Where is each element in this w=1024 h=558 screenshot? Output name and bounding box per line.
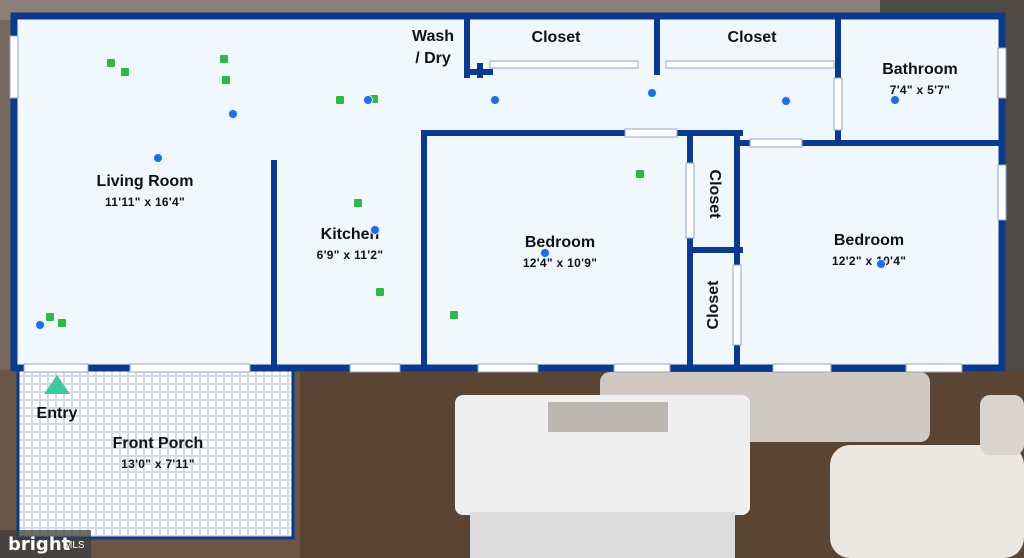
tour-marker[interactable] [647,88,657,98]
tour-marker[interactable] [490,95,500,105]
photo-marker[interactable] [221,75,231,85]
tour-marker[interactable] [370,225,380,235]
tour-marker[interactable] [35,320,45,330]
tour-marker[interactable] [876,259,886,269]
room-dims: 6'9" x 11'2" [316,248,384,262]
closet-label-top-1: Closet [531,29,581,46]
room-dims: 11'11" x 16'4" [104,195,186,209]
room-dims: 7'4" x 5'7" [889,83,951,97]
room-dims: 13'0" x 7'11" [121,457,195,471]
photo-marker[interactable] [106,58,116,68]
photo-marker[interactable] [375,287,385,297]
tour-marker[interactable] [153,153,163,163]
tour-marker[interactable] [228,109,238,119]
entry-arrow-icon [44,375,70,394]
photo-marker[interactable] [57,318,67,328]
room-name: Bedroom [833,232,905,249]
tour-marker[interactable] [890,95,900,105]
closet-label-top-2: Closet [727,29,777,46]
room-name: Bathroom [882,61,958,78]
tour-marker[interactable] [540,248,550,258]
photo-marker[interactable] [353,198,363,208]
bright-mls-watermark: bright MLS [0,530,91,558]
closet-label-vertical-1: Closet [706,169,723,219]
closet-label-vertical-2: Closet [705,280,722,330]
room-name: Living Room [96,173,194,190]
tour-marker[interactable] [363,95,373,105]
room-kitchen: Kitchen 6'9" x 11'2" [290,226,410,262]
photo-marker[interactable] [120,67,130,77]
room-name: Front Porch [112,435,204,452]
windows [9,35,1007,373]
photo-marker[interactable] [449,310,459,320]
room-dims: 12'4" x 10'9" [522,256,598,270]
wash-dry-label-line1: Wash [411,28,455,45]
photo-marker[interactable] [45,312,55,322]
watermark-brand: bright [8,534,71,555]
photo-marker[interactable] [219,54,229,64]
wash-dry-label-line2: / Dry [415,50,451,67]
photo-marker[interactable] [335,95,345,105]
room-living: Living Room 11'11" x 16'4" [75,173,215,209]
room-name: Kitchen [320,226,380,243]
watermark-suffix: MLS [64,540,85,551]
room-bathroom: Bathroom 7'4" x 5'7" [860,61,980,97]
porch-floor [18,370,293,538]
photo-marker[interactable] [635,169,645,179]
room-dims: 12'2" x 10'4" [831,254,907,268]
tour-marker[interactable] [781,96,791,106]
entry-label: Entry [36,405,78,422]
room-name: Bedroom [524,234,596,251]
room-bedroom-1: Bedroom 12'4" x 10'9" [490,234,630,270]
room-bedroom-2: Bedroom 12'2" x 10'4" [799,232,939,268]
exterior-walls [10,12,1006,372]
room-front-porch: Front Porch 13'0" x 7'11" [88,435,228,471]
